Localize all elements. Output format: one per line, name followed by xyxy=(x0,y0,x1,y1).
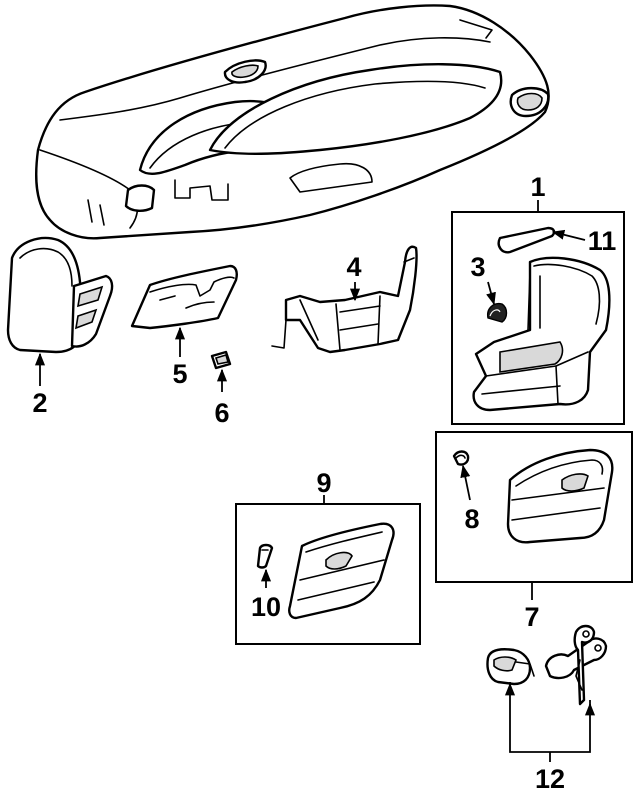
group-7-frame xyxy=(435,431,633,583)
callout-12: 12 xyxy=(535,764,565,794)
callout-9: 9 xyxy=(316,468,331,498)
callout-7: 7 xyxy=(524,602,539,632)
callout-3: 3 xyxy=(470,252,485,282)
part-3-bumper xyxy=(487,302,508,323)
part-10-hinge-pin xyxy=(256,543,274,569)
part-5-lower-cover xyxy=(130,264,238,330)
callout-2: 2 xyxy=(32,388,47,418)
callout-8: 8 xyxy=(464,504,479,534)
part-11-trim-strip xyxy=(497,226,556,254)
leader-lines xyxy=(34,200,596,762)
part-1-glove-box-housing xyxy=(472,256,611,412)
part-12-lock-cylinder xyxy=(486,648,535,686)
group-9-frame xyxy=(235,503,421,645)
part-2-end-panel xyxy=(6,236,114,354)
callout-5: 5 xyxy=(172,359,187,389)
part-8-bumper xyxy=(452,450,470,466)
callout-1: 1 xyxy=(530,172,545,202)
callout-10: 10 xyxy=(251,592,281,622)
callout-numbers: 1 2 3 4 5 6 7 8 9 10 11 12 xyxy=(32,172,616,794)
part-6-clip xyxy=(210,350,232,370)
part-4-bracket xyxy=(271,245,418,354)
part-12-keys xyxy=(544,624,608,706)
part-7-glove-box-door xyxy=(506,448,614,544)
callout-11: 11 xyxy=(588,226,617,256)
callout-4: 4 xyxy=(346,252,361,282)
callout-6: 6 xyxy=(214,398,229,428)
instrument-panel xyxy=(35,4,550,240)
part-9-door-panel xyxy=(288,522,395,620)
